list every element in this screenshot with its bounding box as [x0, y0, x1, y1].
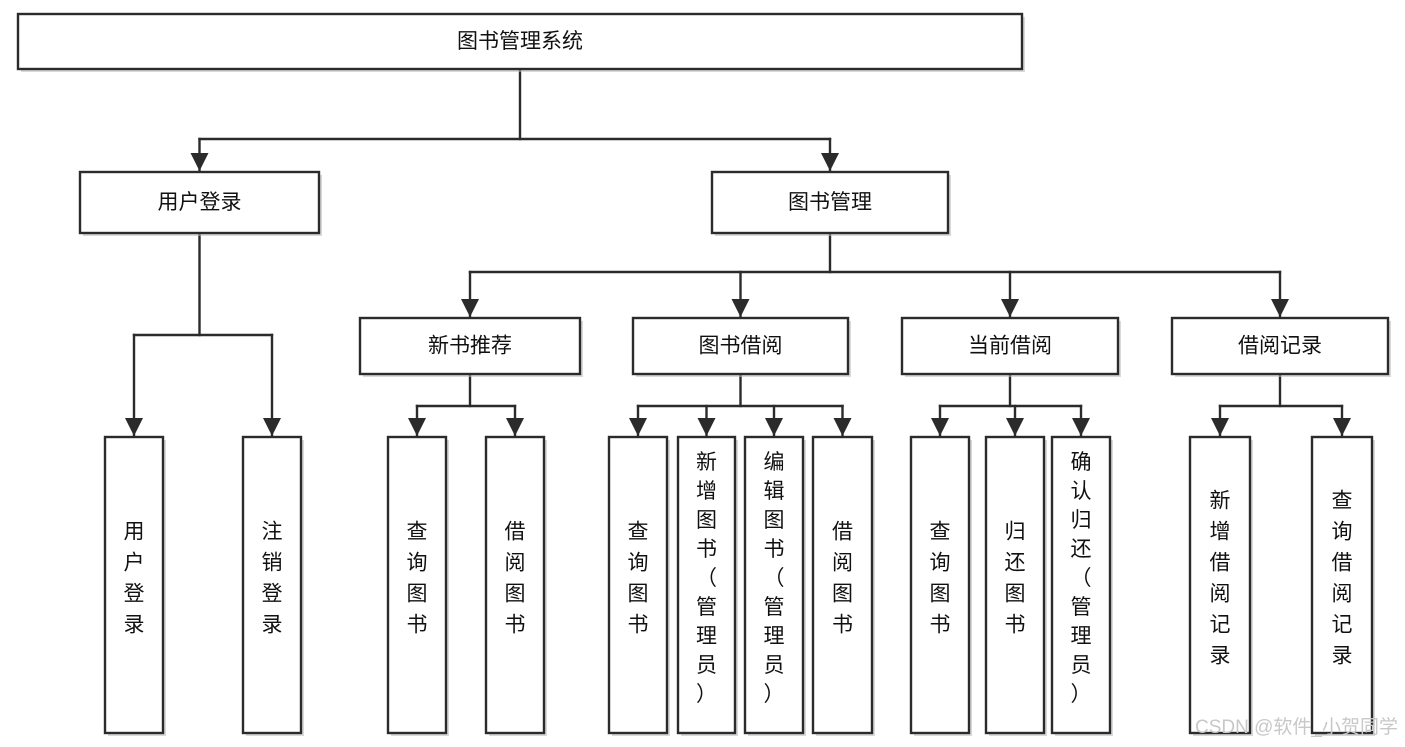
node-label: 查询图书: [930, 521, 951, 637]
node-rect[interactable]: [103, 435, 165, 735]
node-layer: 图书管理系统用户登录图书管理新书推荐图书借阅当前借阅借阅记录用户登录注销登录查询…: [16, 12, 1391, 736]
node-leaf-confirm-return[interactable]: 确认归还（管理员）: [1050, 435, 1113, 736]
node-label: 当前借阅: [968, 335, 1052, 358]
connector-layer: [125, 67, 1351, 437]
node-leaf-user-login[interactable]: 用户登录: [103, 435, 166, 736]
node-rect[interactable]: [78, 170, 321, 235]
arrow-head: [1271, 299, 1289, 317]
node-rect[interactable]: [743, 435, 805, 735]
arrow-head: [190, 153, 209, 171]
arrow-head: [1211, 418, 1229, 436]
node-label: 查询图书: [628, 521, 649, 637]
node-rect[interactable]: [1310, 435, 1374, 735]
node-rect[interactable]: [710, 170, 950, 235]
node-rect[interactable]: [484, 435, 546, 735]
arrow-head: [506, 418, 524, 436]
node-rect[interactable]: [607, 435, 669, 735]
node-rect[interactable]: [241, 435, 303, 735]
edge-edge-current-to-leaves: [931, 372, 1090, 437]
node-leaf-add-record[interactable]: 新增借阅记录: [1188, 435, 1253, 736]
node-label: 借阅记录: [1238, 335, 1322, 358]
node-label: 编辑图书（管理员）: [764, 451, 785, 706]
arrow-head: [1001, 299, 1019, 317]
node-leaf-return-book[interactable]: 归还图书: [984, 435, 1047, 736]
node-leaf-borrow-book-2[interactable]: 借阅图书: [811, 435, 875, 736]
node-label: 注销登录: [262, 521, 283, 637]
node-label: 新书推荐: [428, 335, 512, 358]
arrow-head: [1333, 418, 1351, 436]
node-rect[interactable]: [386, 435, 448, 735]
node-book-manage[interactable]: 图书管理: [710, 170, 951, 236]
node-leaf-add-book[interactable]: 新增图书（管理员）: [676, 435, 738, 736]
node-label: 查询图书: [407, 521, 428, 637]
node-root[interactable]: 图书管理系统: [16, 12, 1025, 72]
arrow-head: [833, 418, 852, 436]
node-borrow-record[interactable]: 借阅记录: [1170, 316, 1391, 377]
arrow-head: [1072, 418, 1090, 436]
node-label: 借阅图书: [832, 521, 853, 637]
node-rect[interactable]: [984, 435, 1046, 735]
arrow-head: [408, 418, 426, 436]
arrow-head: [461, 299, 479, 317]
arrow-head: [629, 418, 647, 436]
node-rect[interactable]: [16, 12, 1024, 71]
arrow-head: [125, 418, 143, 436]
node-label: 图书管理: [788, 191, 872, 214]
node-book-borrow[interactable]: 图书借阅: [631, 316, 851, 377]
arrow-head: [765, 418, 783, 436]
node-label: 图书管理系统: [457, 30, 583, 53]
arrow-head: [931, 418, 949, 436]
arrow-head: [821, 153, 839, 171]
edge-edge-login-to-leaves: [125, 231, 281, 437]
node-label: 新增借阅记录: [1210, 490, 1231, 668]
arrow-head: [731, 299, 750, 317]
csdn-watermark: CSDN @软件_小贺同学: [1195, 716, 1398, 738]
arrow-head: [263, 418, 281, 436]
edge-edge-record-to-leaves: [1211, 372, 1351, 437]
node-label: 借阅图书: [505, 521, 526, 637]
node-label: 确认归还（管理员）: [1071, 451, 1092, 706]
node-leaf-query-book-2[interactable]: 查询图书: [607, 435, 670, 736]
node-current-borrow[interactable]: 当前借阅: [900, 316, 1121, 377]
edge-edge-manage-to-level3: [461, 231, 1289, 318]
node-leaf-query-book-3[interactable]: 查询图书: [909, 435, 972, 736]
node-rect[interactable]: [811, 435, 874, 735]
edge-edge-borrow-to-leaves: [629, 372, 852, 437]
node-label: 用户登录: [124, 521, 145, 637]
node-leaf-query-book-1[interactable]: 查询图书: [386, 435, 449, 736]
node-rect[interactable]: [909, 435, 971, 735]
node-leaf-logout[interactable]: 注销登录: [241, 435, 304, 736]
node-leaf-borrow-book-1[interactable]: 借阅图书: [484, 435, 547, 736]
node-rect[interactable]: [900, 316, 1120, 376]
node-rect[interactable]: [1170, 316, 1390, 376]
node-label: 图书借阅: [699, 335, 783, 358]
node-user-login[interactable]: 用户登录: [78, 170, 322, 236]
node-label: 用户登录: [158, 191, 242, 214]
node-label: 查询借阅记录: [1332, 490, 1353, 668]
node-leaf-edit-book[interactable]: 编辑图书（管理员）: [743, 435, 806, 736]
edge-edge-recommend-to-leaves: [408, 372, 524, 437]
node-rect[interactable]: [1050, 435, 1112, 735]
node-rect[interactable]: [1188, 435, 1252, 735]
node-label: 新增图书（管理员）: [696, 451, 717, 706]
node-rect[interactable]: [631, 316, 850, 376]
node-rect[interactable]: [676, 435, 737, 735]
node-leaf-query-record[interactable]: 查询借阅记录: [1310, 435, 1375, 736]
node-label: 归还图书: [1005, 521, 1026, 637]
node-rect[interactable]: [358, 316, 582, 376]
edge-edge-root-to-level2: [190, 67, 839, 172]
arrow-head: [1006, 418, 1024, 436]
arrow-head: [697, 418, 716, 436]
node-new-book-recommend[interactable]: 新书推荐: [358, 316, 583, 377]
